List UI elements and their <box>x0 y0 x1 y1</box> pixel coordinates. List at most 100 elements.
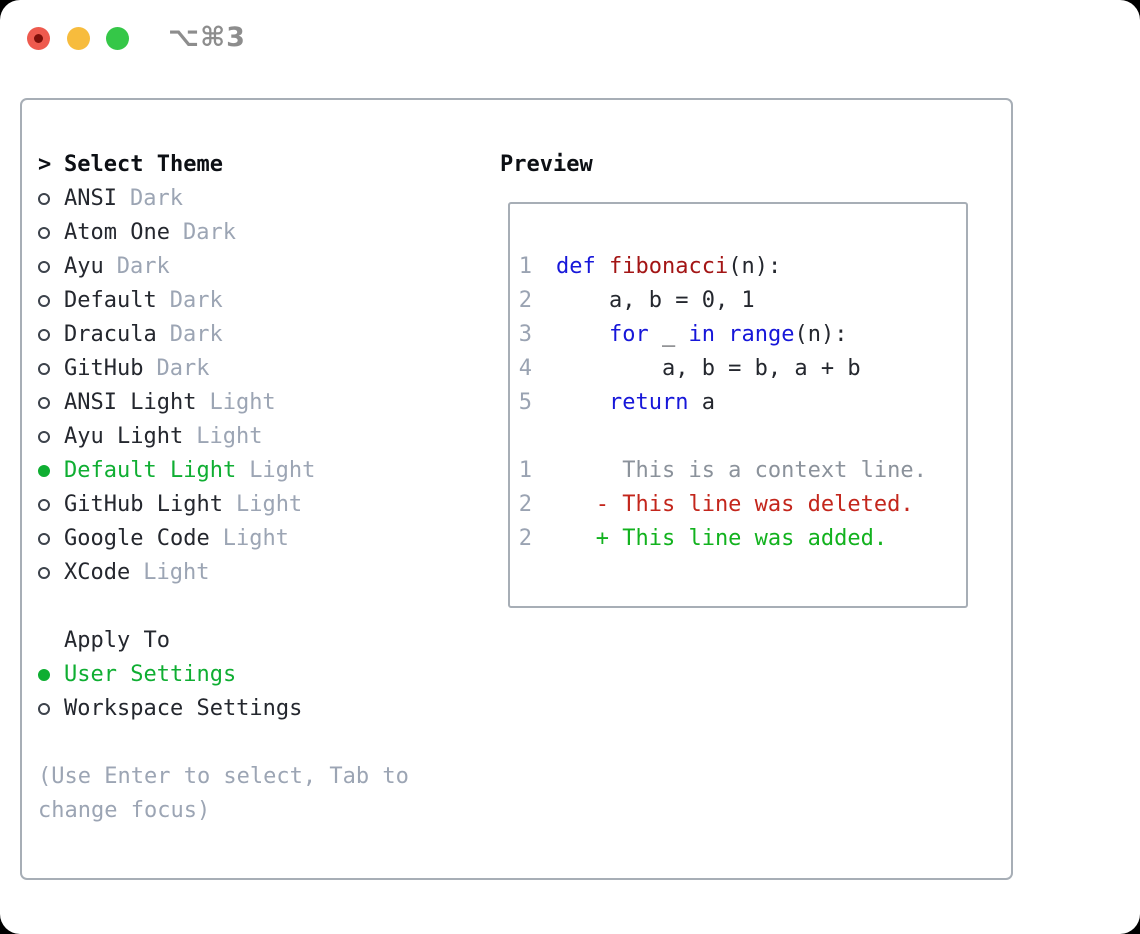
line-number: 5 <box>518 390 532 415</box>
diff-added-line: 2 + This line was added. <box>518 522 966 556</box>
theme-variant: Dark <box>169 322 223 347</box>
radio-icon <box>38 250 64 284</box>
code-segment: - This line was deleted. <box>556 492 914 517</box>
code-segment: + This line was added. <box>556 526 888 551</box>
code-segment <box>556 386 609 420</box>
close-button[interactable] <box>27 27 50 50</box>
radio-icon <box>38 692 64 726</box>
line-number: 2 <box>518 288 532 313</box>
apply-option-user-settings[interactable]: User Settings <box>38 658 478 692</box>
code-line: 5 return a <box>518 386 966 420</box>
focus-caret-icon: > <box>38 152 52 177</box>
code-segment: This is a context line. <box>556 458 927 483</box>
minimize-button[interactable] <box>67 27 90 50</box>
radio-icon <box>38 488 64 522</box>
line-number: 3 <box>518 322 532 347</box>
theme-name: GitHub <box>64 356 144 381</box>
line-number: 1 <box>518 254 532 279</box>
theme-option-ayu[interactable]: Ayu Dark <box>38 250 478 284</box>
theme-variant: Light <box>249 458 316 483</box>
select-theme-title: Select Theme <box>64 152 223 177</box>
keyboard-hint: (Use Enter to select, Tab to change focu… <box>38 764 409 823</box>
theme-name: Dracula <box>64 322 157 347</box>
line-number <box>518 420 532 454</box>
blank-line <box>518 420 966 454</box>
theme-variant: Dark <box>156 356 210 381</box>
code-segment <box>715 318 728 352</box>
theme-name: Default <box>64 288 157 313</box>
theme-variant: Dark <box>116 254 170 279</box>
theme-variant: Dark <box>182 220 236 245</box>
radio-icon <box>38 556 64 590</box>
code-segment: a <box>688 390 715 415</box>
code-segment: a, b = 0, 1 <box>556 288 755 313</box>
code-line: 2 a, b = 0, 1 <box>518 284 966 318</box>
radio-icon <box>38 216 64 250</box>
spacer <box>38 726 478 760</box>
theme-variant: Light <box>143 560 210 585</box>
theme-option-ayu-light[interactable]: Ayu Light Light <box>38 420 478 454</box>
spacer <box>38 590 478 624</box>
theme-name: ANSI Light <box>64 390 197 415</box>
apply-option-workspace-settings[interactable]: Workspace Settings <box>38 692 478 726</box>
code-segment <box>596 250 609 284</box>
code-segment: range <box>728 322 795 347</box>
close-dot-icon <box>34 34 43 43</box>
theme-variant: Dark <box>129 186 183 211</box>
theme-name: Atom One <box>64 220 170 245</box>
theme-variant: Light <box>209 390 276 415</box>
theme-variant: Light <box>235 492 303 517</box>
theme-name: Ayu <box>64 254 104 279</box>
apply-to-title: Apply To <box>64 628 170 653</box>
theme-option-dracula[interactable]: Dracula Dark <box>38 318 478 352</box>
code-segment: (n): <box>794 322 848 347</box>
window-titlebar: ⌥⌘3 <box>0 0 1140 76</box>
select-theme-heading: > Select Theme <box>38 148 478 182</box>
theme-name: GitHub Light <box>64 492 223 517</box>
theme-name: XCode <box>64 560 131 585</box>
code-line: 3 for _ in range(n): <box>518 318 966 352</box>
theme-option-github-light[interactable]: GitHub Light Light <box>38 488 478 522</box>
line-number: 4 <box>518 356 532 381</box>
theme-option-ansi[interactable]: ANSI Dark <box>38 182 478 216</box>
apply-to-heading: Apply To <box>38 624 478 658</box>
apply-option-label: User Settings <box>64 662 237 687</box>
theme-option-ansi-light[interactable]: ANSI Light Light <box>38 386 478 420</box>
theme-name: Default Light <box>64 458 237 483</box>
zoom-button[interactable] <box>106 27 129 50</box>
apply-option-label: Workspace Settings <box>64 696 303 721</box>
radio-selected-icon <box>38 454 64 488</box>
theme-option-atom-one[interactable]: Atom One Dark <box>38 216 478 250</box>
radio-icon <box>38 522 64 556</box>
code-line: 4 a, b = b, a + b <box>518 352 966 386</box>
theme-variant: Dark <box>169 288 223 313</box>
radio-icon <box>38 182 64 216</box>
code-segment: (n): <box>728 254 782 279</box>
diff-deleted-line: 2 - This line was deleted. <box>518 488 966 522</box>
code-segment: def <box>556 254 596 279</box>
code-segment <box>556 318 609 352</box>
theme-variant: Light <box>196 424 263 449</box>
code-segment: for <box>608 322 649 347</box>
radio-icon <box>38 352 64 386</box>
diff-context-line: 1 This is a context line. <box>518 454 966 488</box>
line-number: 2 <box>518 492 532 517</box>
preview-title: Preview <box>500 152 593 177</box>
theme-name: Google Code <box>64 526 210 551</box>
theme-option-xcode[interactable]: XCode Light <box>38 556 478 590</box>
code-segment: _ <box>648 322 689 347</box>
theme-option-default[interactable]: Default Dark <box>38 284 478 318</box>
radio-icon <box>38 318 64 352</box>
theme-name: Ayu Light <box>64 424 184 449</box>
theme-option-github[interactable]: GitHub Dark <box>38 352 478 386</box>
theme-option-default-light[interactable]: Default Light Light <box>38 454 478 488</box>
theme-name: ANSI <box>64 186 117 211</box>
